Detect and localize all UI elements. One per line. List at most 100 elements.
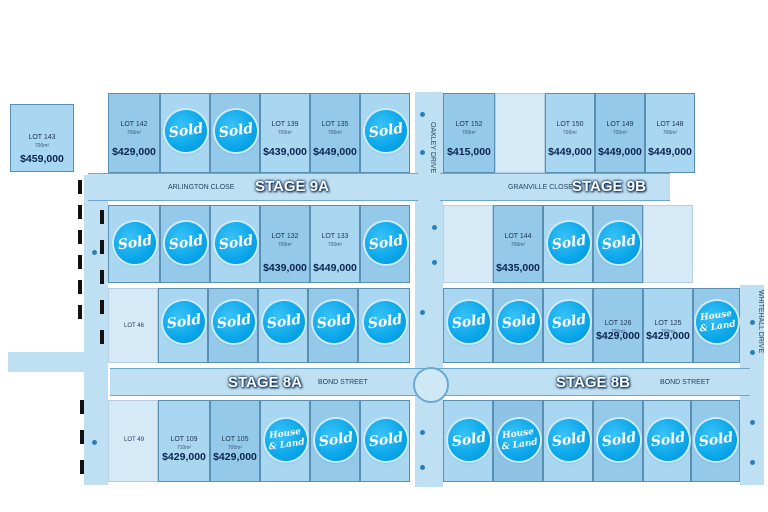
kerb-line bbox=[78, 305, 82, 319]
lot-sold[interactable]: Sold bbox=[108, 205, 160, 283]
lot-sold[interactable]: Sold bbox=[308, 288, 358, 363]
bond-street-east-label: BOND STREET bbox=[660, 379, 710, 386]
tree bbox=[92, 440, 97, 445]
tree bbox=[750, 320, 755, 325]
sold-badge: Sold bbox=[312, 416, 360, 464]
lot-area: 700m² bbox=[510, 242, 526, 248]
lot-sold[interactable]: Sold bbox=[593, 400, 643, 482]
lot-number: LOT 126 bbox=[604, 320, 632, 327]
lot-price: $449,000 bbox=[548, 146, 592, 158]
lot-label: LOT 126 700m² bbox=[594, 319, 642, 337]
lot-46[interactable]: LOT 46 bbox=[108, 288, 158, 363]
tree bbox=[420, 465, 425, 470]
lot-sold[interactable]: Sold bbox=[258, 288, 308, 363]
sold-badge: Sold bbox=[362, 107, 410, 155]
lot-area: 700m² bbox=[562, 130, 578, 136]
kerb-line bbox=[80, 460, 84, 474]
sold-badge: Sold bbox=[445, 416, 493, 464]
lot-price: $449,000 bbox=[313, 262, 357, 274]
house-land-badge: House & Land bbox=[262, 416, 310, 464]
lot-price: $449,000 bbox=[598, 146, 642, 158]
kerb-line bbox=[80, 430, 84, 444]
lot-price: $435,000 bbox=[496, 262, 540, 274]
lot-sold[interactable]: Sold bbox=[543, 288, 593, 363]
lot-label: LOT 143 700m² bbox=[11, 133, 73, 151]
lot-price: $459,000 bbox=[20, 153, 64, 165]
kerb-line bbox=[78, 255, 82, 269]
lot-blank[interactable] bbox=[643, 205, 693, 283]
lot-number: LOT 152 bbox=[455, 121, 483, 128]
lot-sold[interactable]: Sold bbox=[593, 205, 643, 283]
lot-sold[interactable]: Sold bbox=[493, 288, 543, 363]
lot-sold[interactable]: Sold bbox=[543, 205, 593, 283]
lot-house-land[interactable]: House & Land bbox=[493, 400, 543, 482]
lot-sold[interactable]: Sold bbox=[210, 205, 260, 283]
lot-sold[interactable]: Sold bbox=[310, 400, 360, 482]
whitehall-drive-label: WHITEHALL DRIVE bbox=[757, 290, 764, 354]
stage-9a-label: STAGE 9A bbox=[255, 178, 329, 195]
lot-sold[interactable]: Sold bbox=[360, 205, 410, 283]
sold-badge: Sold bbox=[692, 416, 740, 464]
lot-sold[interactable]: Sold bbox=[358, 288, 410, 363]
tree bbox=[420, 310, 425, 315]
lot-sold[interactable]: Sold bbox=[160, 93, 210, 173]
lot-sold[interactable]: Sold bbox=[443, 400, 493, 482]
lot-sold[interactable]: Sold bbox=[691, 400, 740, 482]
sold-badge: Sold bbox=[361, 298, 409, 346]
lot-number: LOT 133 bbox=[321, 233, 349, 240]
lot-sold[interactable]: Sold bbox=[210, 93, 260, 173]
lot-143[interactable]: LOT 143 700m² $459,000 bbox=[10, 104, 74, 172]
lot-house-land[interactable]: House & Land bbox=[693, 288, 741, 363]
lot-blank[interactable] bbox=[443, 205, 493, 283]
lot-area: 700m² bbox=[277, 130, 293, 136]
oakley-drive-road bbox=[415, 92, 443, 487]
sold-badge: Sold bbox=[595, 416, 643, 464]
lot-blank[interactable] bbox=[495, 93, 545, 173]
lot-area: 700m² bbox=[277, 242, 293, 248]
sold-badge: Sold bbox=[212, 219, 260, 267]
sold-badge: Sold bbox=[362, 416, 410, 464]
lot-area: 700m² bbox=[227, 445, 243, 451]
lot-price: $429,000 bbox=[162, 451, 206, 463]
lot-sold[interactable]: Sold bbox=[360, 93, 410, 173]
lot-area: 700m² bbox=[610, 329, 626, 335]
lot-sold[interactable]: Sold bbox=[360, 400, 410, 482]
lot-sold[interactable]: Sold bbox=[543, 400, 593, 482]
sold-badge: Sold bbox=[111, 219, 159, 267]
lot-area: 700m² bbox=[34, 143, 50, 149]
lot-sold[interactable]: Sold bbox=[643, 400, 692, 482]
lot-house-land[interactable]: House & Land bbox=[260, 400, 310, 482]
lot-price: $429,000 bbox=[112, 146, 156, 158]
lot-49[interactable]: LOT 49 bbox=[108, 400, 158, 482]
kerb-line bbox=[78, 280, 82, 294]
lot-price: $449,000 bbox=[648, 146, 692, 158]
lot-number: LOT 143 bbox=[28, 134, 56, 141]
tree bbox=[432, 260, 437, 265]
kerb-line bbox=[78, 230, 82, 244]
lot-sold[interactable]: Sold bbox=[160, 205, 210, 283]
granville-close-label: GRANVILLE CLOSE bbox=[508, 184, 573, 191]
lot-sold[interactable]: Sold bbox=[158, 288, 208, 363]
stage-8b-label: STAGE 8B bbox=[556, 374, 630, 391]
kerb-line bbox=[100, 330, 104, 344]
lot-sold[interactable]: Sold bbox=[208, 288, 258, 363]
lot-sold[interactable]: Sold bbox=[443, 288, 493, 363]
roundabout bbox=[413, 367, 449, 403]
kerb-line bbox=[100, 210, 104, 224]
